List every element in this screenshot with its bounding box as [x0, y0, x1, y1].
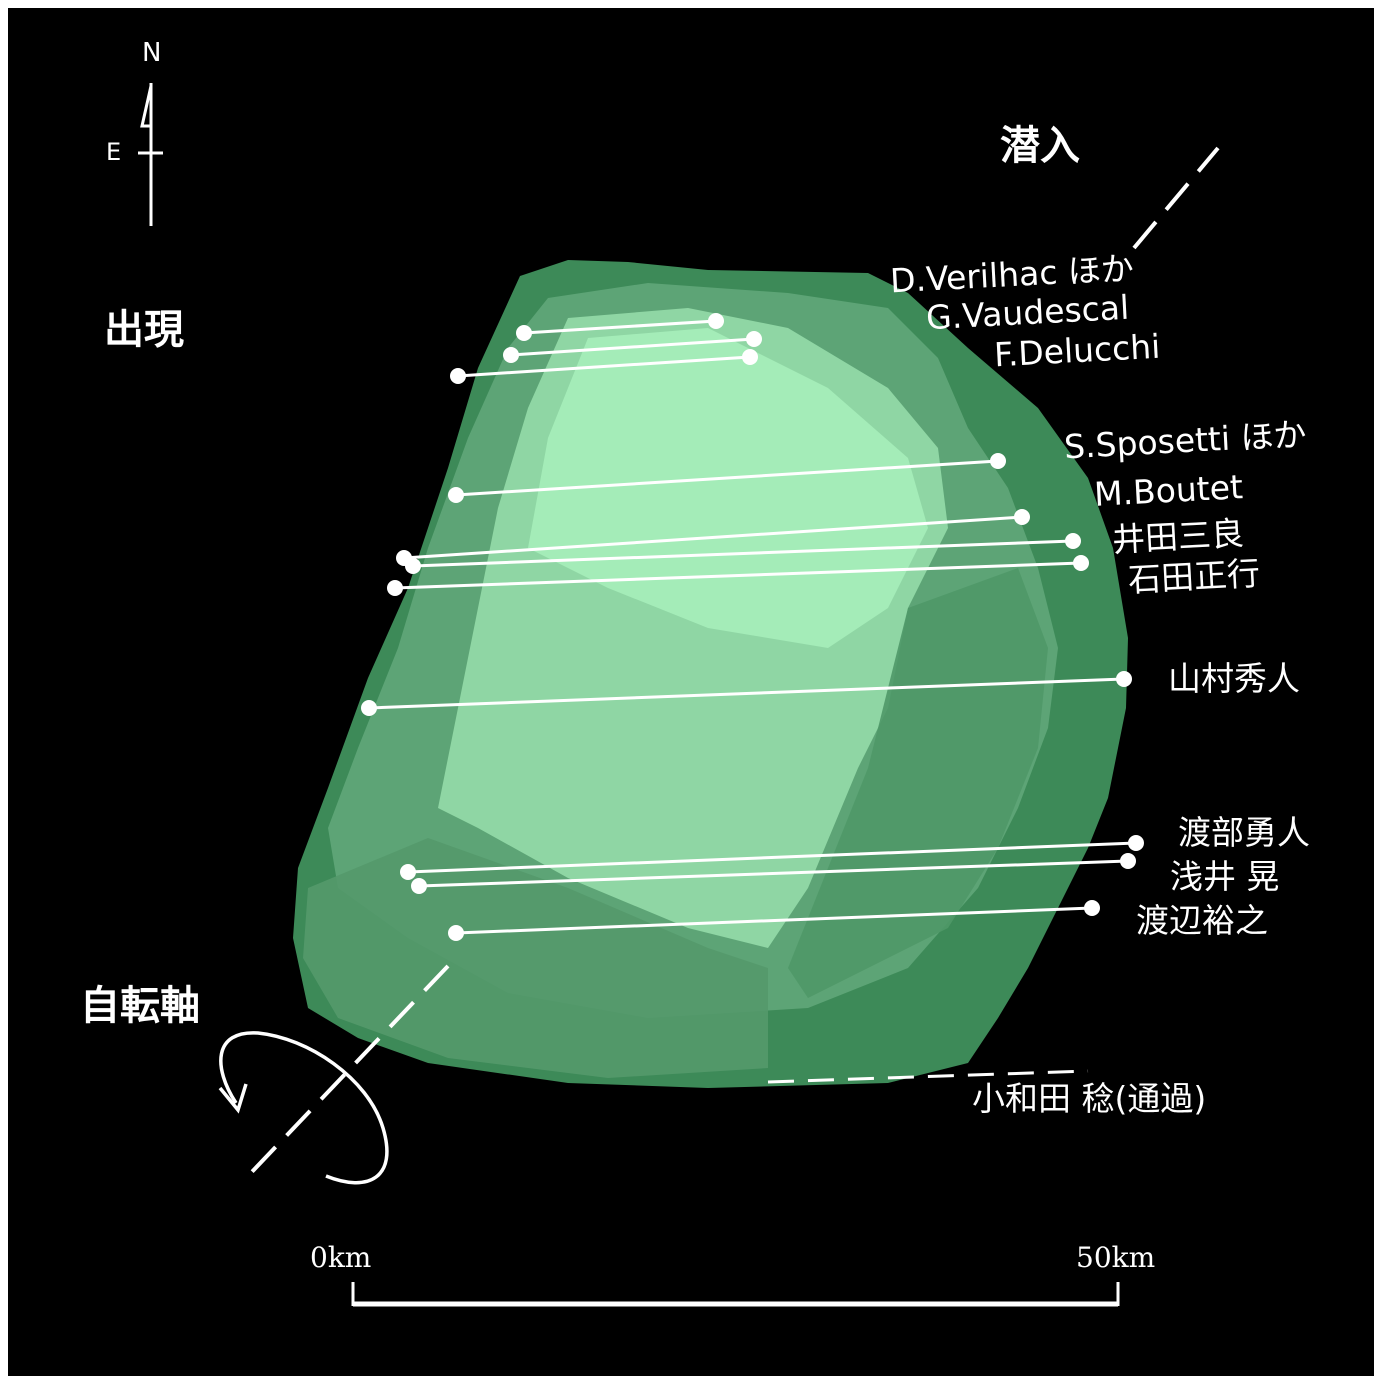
- compass-icon: [138, 83, 163, 226]
- observer-label: F.Delucchi: [993, 326, 1162, 375]
- rotation-arrowhead-icon: [218, 1083, 248, 1114]
- disappear-label: 潜入: [1000, 123, 1080, 169]
- chord-endpoint: [1065, 533, 1081, 549]
- observer-label: 石田正行: [1127, 553, 1261, 600]
- observer-label: 浅井 晃: [1170, 857, 1280, 896]
- chord-endpoint: [516, 325, 532, 341]
- chord-line: [403, 515, 1023, 560]
- chord-line: [412, 539, 1074, 568]
- chord-endpoint: [1116, 671, 1132, 687]
- chord-endpoint: [400, 864, 416, 880]
- chord-endpoint: [1073, 555, 1089, 571]
- chord-line: [523, 319, 717, 335]
- chord-line: [394, 561, 1082, 590]
- observer-label: 渡辺裕之: [1136, 901, 1268, 940]
- chord-line: [457, 355, 751, 378]
- east-label: E: [106, 138, 122, 166]
- observer-label: 山村秀人: [1168, 659, 1300, 698]
- asteroid-facet-shade: [788, 568, 1048, 998]
- asteroid-facet-lower: [303, 838, 768, 1078]
- scale-end-label: 50km: [1076, 1241, 1156, 1274]
- scale-bar: [351, 1282, 1120, 1307]
- occultation-diagram: { "compass": { "north": "N", "east": "E"…: [8, 8, 1374, 1376]
- observer-label: M.Boutet: [1093, 467, 1244, 514]
- scale-start-label: 0km: [310, 1241, 372, 1274]
- chord-endpoint: [1120, 853, 1136, 869]
- rotation-axis-label: 自転軸: [80, 983, 200, 1029]
- chord-endpoint: [405, 558, 421, 574]
- observer-label: 小和田 稔(通過): [972, 1079, 1207, 1118]
- chord-endpoint: [361, 700, 377, 716]
- chord-endpoint: [746, 331, 762, 347]
- chord-endpoint: [411, 878, 427, 894]
- observer-label: 井田三良: [1111, 513, 1245, 560]
- chord-line: [407, 841, 1137, 874]
- chord-endpoint: [742, 349, 758, 365]
- chord-line: [455, 459, 999, 497]
- rotation-axis-upper: [1132, 146, 1220, 250]
- reappear-label: 出現: [104, 307, 184, 353]
- chord-endpoint: [503, 347, 519, 363]
- chord-group: [361, 313, 1144, 941]
- diagram-canvas: [138, 83, 1220, 1307]
- chord-endpoint: [1014, 509, 1030, 525]
- observer-label: G.Vaudescal: [925, 287, 1131, 338]
- chord-endpoint: [448, 925, 464, 941]
- chord-endpoint: [448, 487, 464, 503]
- asteroid-highlight: [528, 328, 928, 648]
- chord-endpoint: [1084, 900, 1100, 916]
- asteroid-shape: [293, 260, 1128, 1088]
- chord-endpoint: [1128, 835, 1144, 851]
- chord-endpoint: [450, 368, 466, 384]
- north-label: N: [142, 38, 162, 68]
- chord-line: [368, 677, 1125, 710]
- chord-endpoint: [708, 313, 724, 329]
- chord-line: [510, 337, 755, 357]
- miss-chord: [767, 1069, 1089, 1084]
- chord-endpoint: [387, 580, 403, 596]
- chord-line: [455, 906, 1093, 935]
- chord-endpoint: [990, 453, 1006, 469]
- observer-label: 渡部勇人: [1178, 813, 1310, 852]
- rotation-arrow: [219, 1031, 389, 1185]
- chord-line: [418, 859, 1129, 888]
